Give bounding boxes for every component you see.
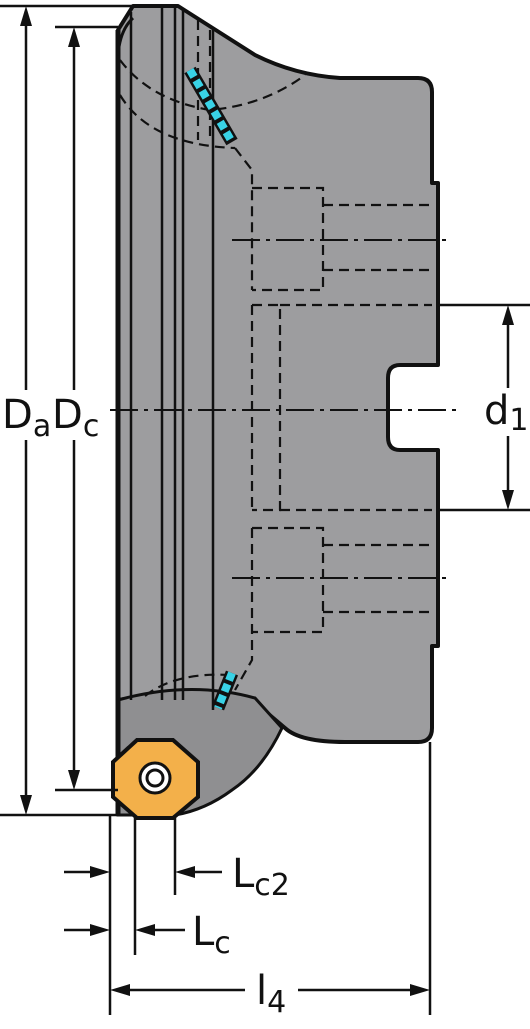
dimension-arrows [20, 6, 514, 996]
cutter-body [116, 4, 440, 744]
label-da: Da [2, 392, 51, 444]
top-corner-detail [116, 16, 135, 56]
label-lc2: Lc2 [232, 851, 290, 903]
label-dc: Dc [52, 392, 99, 444]
coolant-channels-fill [186, 67, 236, 710]
insert-screw-inner [145, 768, 165, 788]
label-lc: Lc [192, 909, 231, 961]
label-l4: l4 [256, 968, 286, 1020]
body-vertical-lines [129, 6, 215, 710]
label-d1: d1 [484, 388, 528, 438]
center-lines [110, 239, 460, 579]
